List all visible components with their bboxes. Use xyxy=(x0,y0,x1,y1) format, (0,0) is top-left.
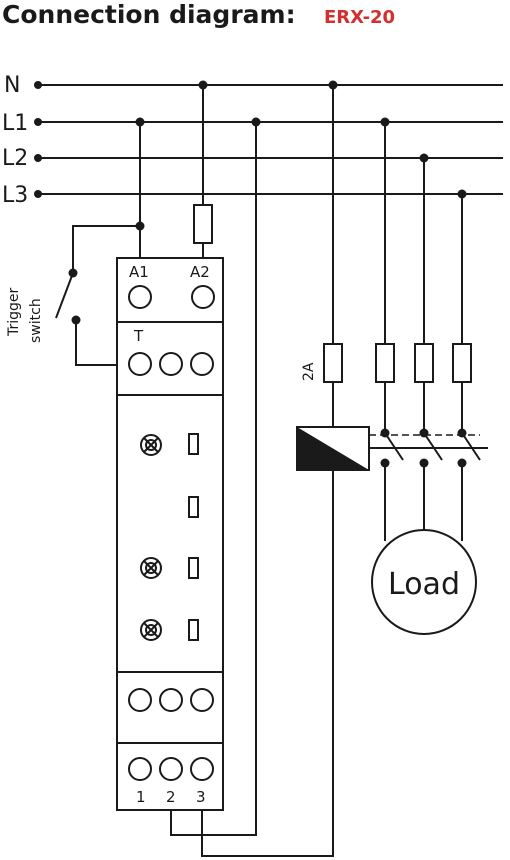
output-wiring xyxy=(170,85,334,857)
junction-dots xyxy=(135,80,467,231)
fuse-icon xyxy=(193,204,213,244)
bus-label-l2: L2 xyxy=(2,146,28,171)
terminal-label-2: 2 xyxy=(166,788,176,806)
phase-feeds xyxy=(375,122,472,432)
trigger-switch-label-2: switch xyxy=(28,298,44,343)
terminal-label-t: T xyxy=(133,327,144,345)
bus-label-l3: L3 xyxy=(2,183,28,208)
bus-label-l1: L1 xyxy=(2,111,28,136)
terminal-label-1: 1 xyxy=(136,788,146,806)
terminal-label-a2: A2 xyxy=(190,263,210,281)
model-name: ERX-20 xyxy=(324,7,395,28)
trigger-switch xyxy=(55,225,140,366)
diagram-title: Connection diagram: xyxy=(2,0,296,29)
fuse-rating: 2A xyxy=(301,362,317,381)
led-icon xyxy=(140,434,162,641)
bus-lines xyxy=(34,81,503,198)
relay-module xyxy=(116,257,224,811)
load-circle xyxy=(371,529,477,635)
load-wiring xyxy=(384,463,463,541)
indicator-windows xyxy=(188,433,199,641)
relay-supply-wires xyxy=(139,85,204,258)
trigger-switch-label-1: Trigger xyxy=(6,287,22,337)
terminal-label-a1: A1 xyxy=(129,263,149,281)
bus-label-n: N xyxy=(4,73,20,98)
terminal-label-3: 3 xyxy=(196,788,206,806)
coil-fuse-icon xyxy=(323,343,343,383)
load-label: Load xyxy=(388,567,460,602)
switch-contact-icon xyxy=(380,428,481,468)
screw-terminals xyxy=(128,285,215,781)
